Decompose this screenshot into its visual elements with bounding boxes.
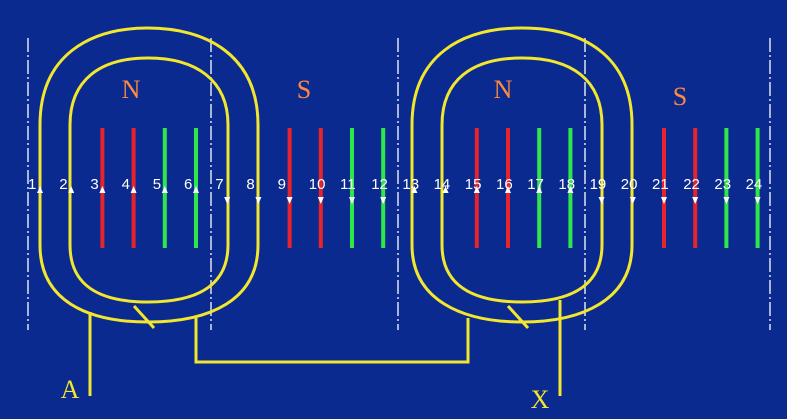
- current-arrow-down: [754, 197, 761, 204]
- slot-label: 18: [558, 176, 575, 193]
- current-arrow-up: [161, 186, 168, 193]
- slot-label: 17: [527, 176, 544, 193]
- slot-label: 6: [184, 176, 192, 193]
- slot-label: 5: [153, 176, 161, 193]
- current-arrow-up: [442, 186, 449, 193]
- inter-coil-connection: [194, 318, 470, 364]
- slot-label: 16: [496, 176, 513, 193]
- current-arrow-up: [37, 186, 43, 193]
- current-arrow-up: [68, 186, 75, 193]
- current-arrow-up: [99, 186, 106, 193]
- outer-coil-1: [38, 26, 260, 324]
- current-arrow-up: [473, 186, 480, 193]
- current-arrow-down: [380, 197, 387, 204]
- current-arrow-down: [629, 197, 636, 204]
- pole-label: S: [673, 82, 687, 111]
- current-arrow-up: [130, 186, 137, 193]
- slot-label: 8: [246, 176, 254, 193]
- slot-label: 9: [278, 176, 286, 193]
- pole-label: N: [494, 75, 513, 104]
- current-arrow-up: [505, 186, 511, 193]
- slot-label: 2: [59, 176, 67, 193]
- slot-label: 15: [465, 176, 482, 193]
- slot-label: 13: [402, 176, 419, 193]
- pole-labels: N S N S: [122, 75, 688, 111]
- current-arrow-down: [286, 197, 293, 204]
- current-arrows: [37, 186, 761, 204]
- slot-label: 10: [309, 176, 326, 193]
- slot-label: 20: [621, 176, 638, 193]
- current-arrow-down: [661, 197, 667, 204]
- slot-label: 3: [90, 176, 98, 193]
- current-arrow-down: [692, 197, 699, 204]
- current-arrow-up: [536, 186, 543, 193]
- inner-coil-2: [440, 56, 604, 304]
- pole-label: N: [122, 75, 141, 104]
- terminal-a-label: A: [61, 375, 80, 404]
- terminal-x-label: X: [531, 385, 550, 414]
- coil-crossover-1: [132, 304, 156, 330]
- slot-label: 4: [122, 176, 130, 193]
- slot-label: 14: [434, 176, 451, 193]
- slot-label: 19: [590, 176, 607, 193]
- pole-label: S: [297, 75, 311, 104]
- current-arrow-down: [598, 197, 605, 204]
- slot-label: 21: [652, 176, 669, 193]
- slot-label: 22: [683, 176, 700, 193]
- current-arrow-up: [193, 186, 199, 193]
- current-arrow-down: [723, 197, 730, 204]
- coil-group-1: [38, 26, 260, 330]
- leads: [88, 300, 562, 396]
- current-arrow-up: [567, 186, 574, 193]
- slot-label: 24: [746, 176, 763, 193]
- outer-coil-2: [410, 26, 634, 324]
- current-arrow-up: [411, 186, 418, 193]
- slot-label: 1: [28, 176, 36, 193]
- slot-label: 7: [215, 176, 223, 193]
- coil-group-2: [410, 26, 634, 330]
- current-arrow-down: [224, 197, 231, 204]
- current-arrow-down: [349, 197, 355, 204]
- slot-label: 12: [371, 176, 388, 193]
- current-arrow-down: [255, 197, 262, 204]
- pole-dividers: [27, 38, 771, 330]
- coil-crossover-2: [506, 304, 530, 330]
- inner-coil-1: [68, 56, 230, 304]
- slot-label: 11: [340, 176, 356, 193]
- slot-label: 23: [714, 176, 731, 193]
- current-arrow-down: [317, 197, 324, 204]
